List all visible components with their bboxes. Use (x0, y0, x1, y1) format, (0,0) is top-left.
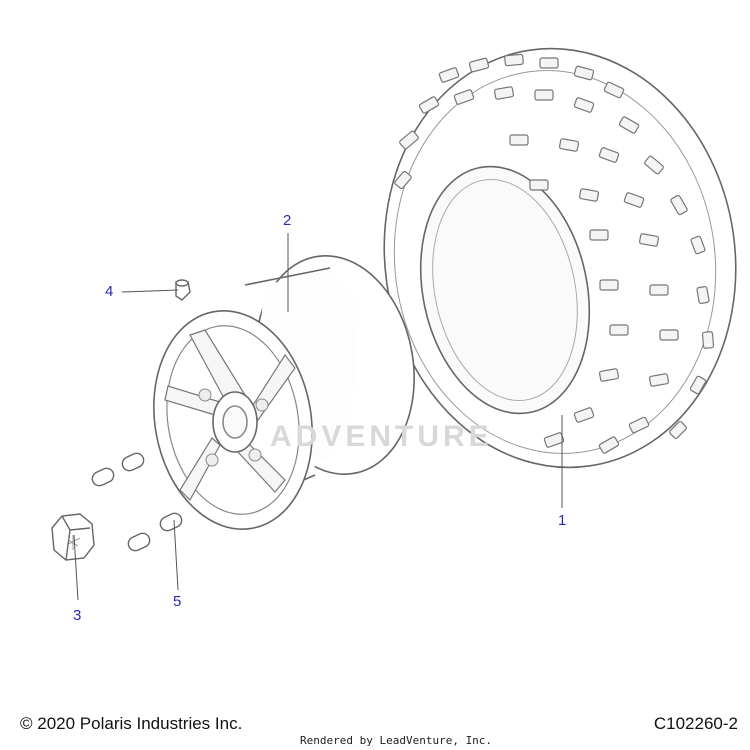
diagram-id: C102260-2 (653, 714, 738, 733)
valve-stem-part-4[interactable] (175, 279, 191, 301)
lug-nut-cap-part-3[interactable] (51, 513, 95, 561)
lug-nuts-part-5[interactable] (90, 451, 184, 553)
leader-lines (73, 233, 563, 601)
copyright-text: © 2020 Polaris Industries Inc. (20, 714, 243, 733)
rendered-by-text: Rendered by LeadVenture, Inc. (300, 734, 493, 747)
callout-4[interactable]: 4 (105, 283, 114, 300)
watermark-text: ADVENTURE (270, 420, 493, 453)
callout-2[interactable]: 2 (283, 212, 292, 229)
tire-part-1[interactable] (357, 26, 750, 491)
callout-3[interactable]: 3 (73, 607, 82, 624)
callout-5[interactable]: 5 (173, 593, 182, 610)
wheel-rim-part-2[interactable] (137, 243, 431, 542)
callout-1[interactable]: 1 (558, 512, 567, 529)
